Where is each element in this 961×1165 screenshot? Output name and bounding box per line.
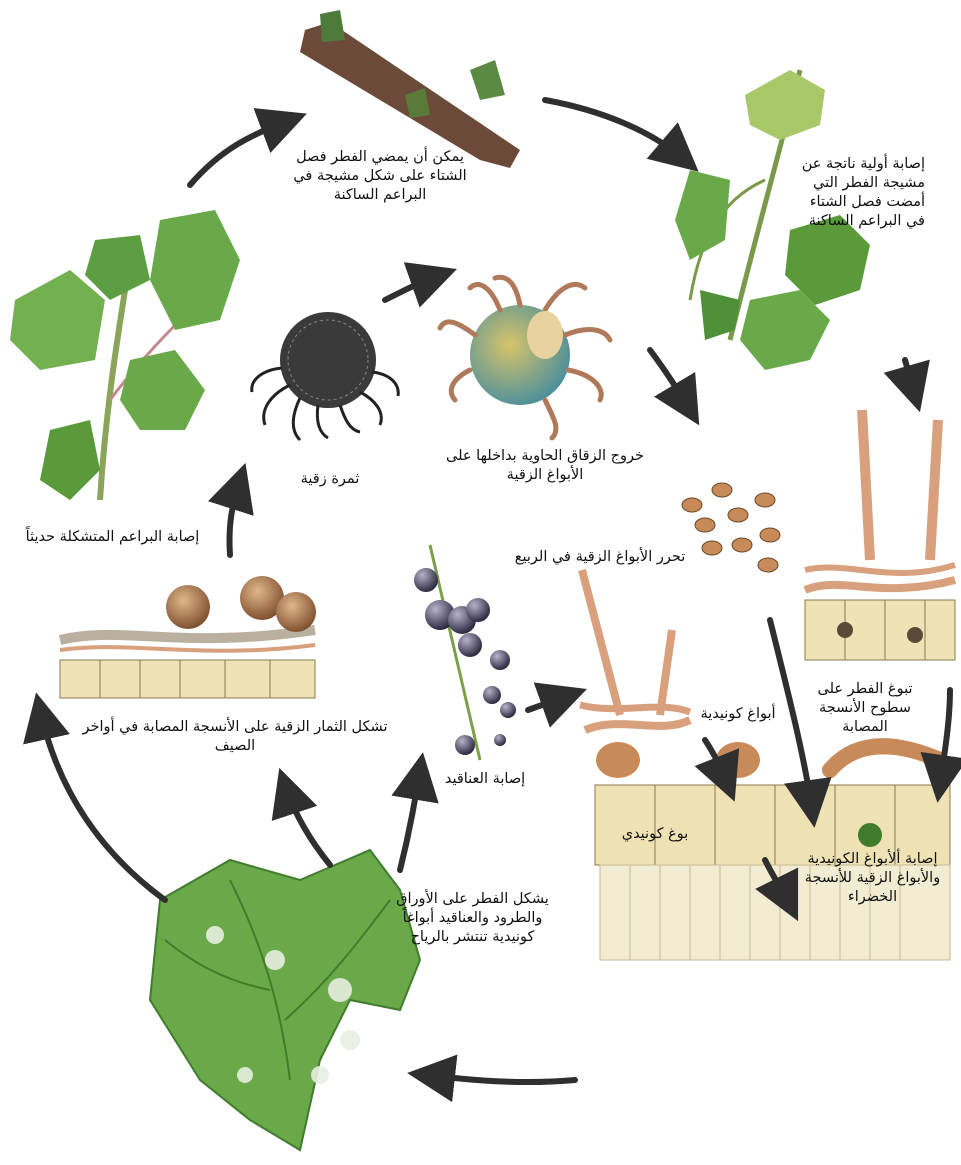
arrow-cluster-to-conidiophore (528, 695, 570, 710)
arrow-cane-to-shoot (545, 100, 685, 160)
arrow-leaves-to-cane (190, 120, 290, 185)
label-winter-mycelium: يمكن أن يمضي الفطر فصل الشتاء على شكل مش… (290, 148, 470, 205)
cleistothecium-illustration (252, 312, 398, 440)
label-cluster-infection: إصابة العناقيد (420, 770, 550, 789)
label-cleistothecia-formation: تشكل الثمار الزقية على الأنسجة المصابة ف… (70, 718, 400, 756)
dormant-cane-illustration (300, 10, 520, 168)
arrow-leaf-to-cluster (400, 770, 420, 870)
label-sporulation: تبوغ الفطر على سطوح الأنسجة المصابة (800, 680, 930, 737)
label-ascospore-release: تحرر الأبواغ الزقية في الربيع (480, 548, 720, 567)
label-leaf-conidia: يشكل الفطر على الأوراق والطرود والعناقيد… (380, 890, 565, 947)
label-conidium: بوغ كونيدي (600, 825, 710, 844)
label-primary-infection: إصابة أولية ناتجة عن مشيجة الفطر التي أم… (790, 155, 925, 231)
arrow-leaf-to-cleisto (285, 785, 330, 865)
arrow-shoot-down (905, 360, 915, 395)
conidiophore-illustration (580, 570, 690, 730)
label-new-buds-infection: إصابة البراعم المتشكلة حديثاً (0, 528, 225, 547)
arrow-cleisto-to-ascocarp (385, 275, 440, 300)
grape-cluster-illustration (414, 545, 516, 760)
arrow-tissue-to-leaf (425, 1075, 575, 1082)
label-green-tissue-infection: إصابة ألأبواغ الكونيدية والأبواغ الزقية … (790, 850, 955, 907)
label-conidia: أبواغ كونيدية (688, 705, 788, 724)
sporulation-tissue-illustration (805, 410, 955, 660)
arrow-sporulation-down (940, 690, 950, 785)
new-buds-shoot-illustration (10, 210, 240, 500)
arrow-cleisto-up (229, 480, 240, 555)
ascocarp-asci-illustration (440, 277, 610, 438)
label-cleistothecium: ثمرة زقية (280, 470, 380, 489)
label-asci-release: خروج الزقاق الحاوية بداخلها على الأبواغ … (430, 447, 660, 485)
arrow-ascocarp-down (650, 350, 690, 410)
cleistothecia-on-tissue-illustration (60, 576, 316, 698)
